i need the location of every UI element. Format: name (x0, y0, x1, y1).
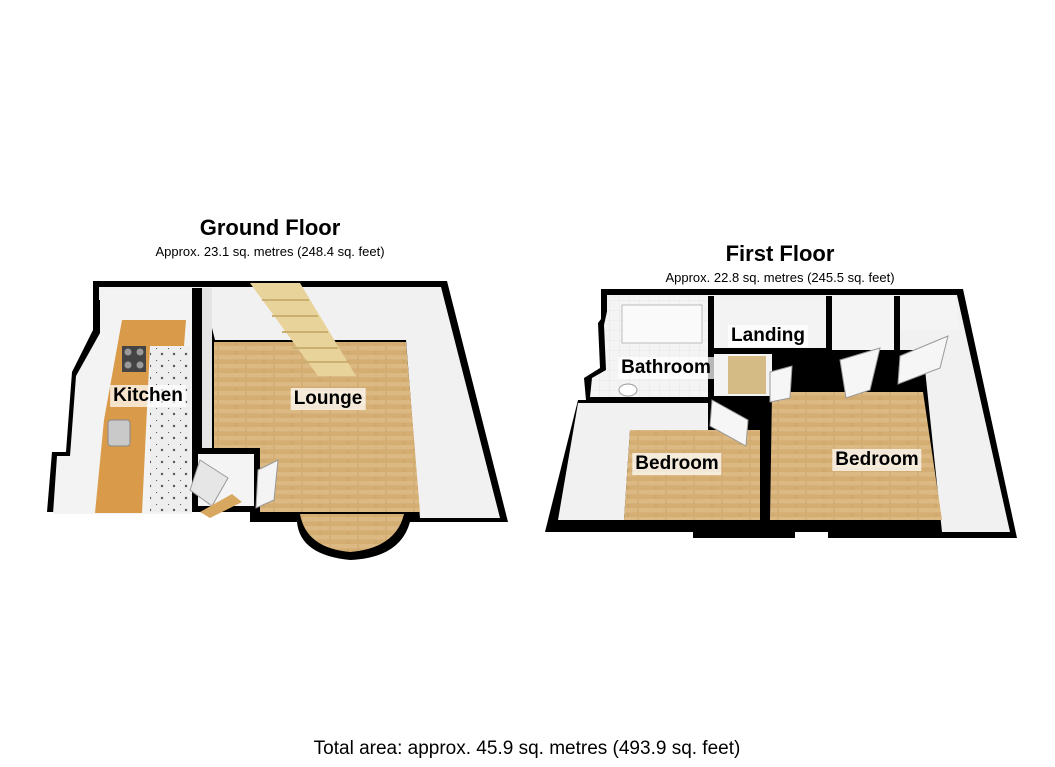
room-label-landing: Landing (728, 325, 808, 347)
first-floor-area: Approx. 22.8 sq. metres (245.5 sq. feet) (665, 270, 895, 285)
staircase (250, 283, 356, 376)
ground-floor-area: Approx. 23.1 sq. metres (248.4 sq. feet) (155, 244, 385, 259)
total-area: Total area: approx. 45.9 sq. metres (493… (313, 738, 741, 759)
room-label-bedroom-right: Bedroom (832, 449, 922, 471)
room-label-bathroom: Bathroom (618, 357, 714, 379)
room-label-lounge: Lounge (290, 388, 366, 410)
sink-icon (107, 419, 131, 447)
ground-floor-title: Ground Floor (199, 215, 341, 240)
room-label-bedroom-left: Bedroom (632, 453, 722, 475)
kitchen-counter (95, 320, 186, 513)
bath-icon (621, 304, 703, 344)
kitchen-tile-floor (150, 346, 190, 512)
first-floor-plan (545, 289, 1017, 538)
room-label-kitchen: Kitchen (110, 385, 186, 407)
ground-floor-plan (47, 281, 508, 560)
first-floor-title: First Floor (725, 241, 835, 266)
bedroom-left-floor (624, 430, 760, 520)
toilet-icon (618, 383, 638, 397)
